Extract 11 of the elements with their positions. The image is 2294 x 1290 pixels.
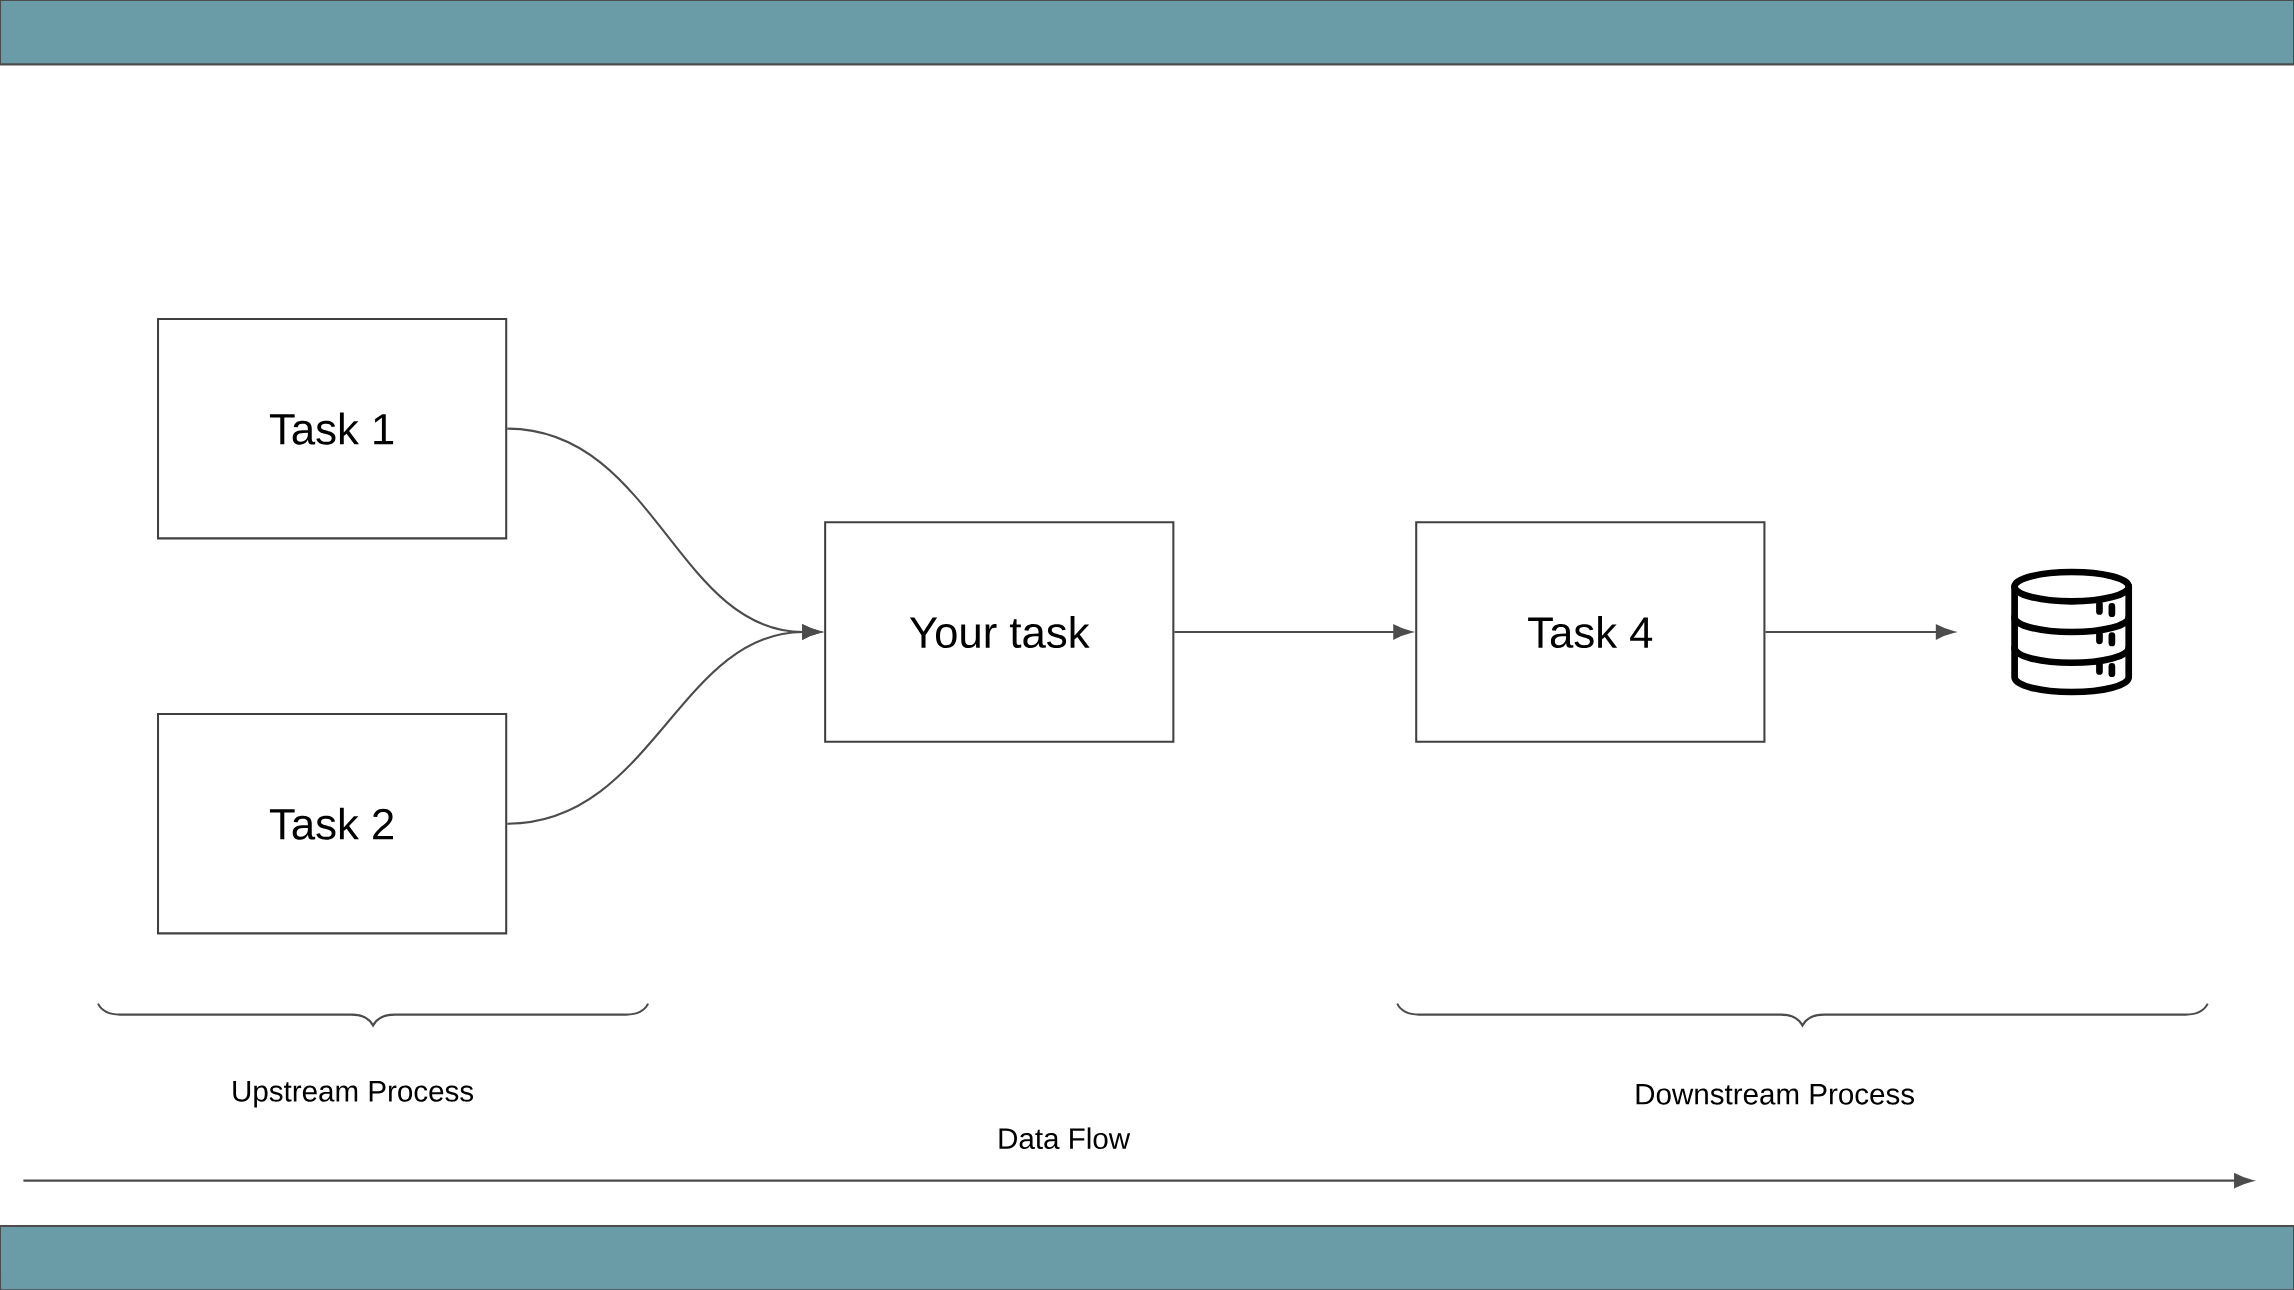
arrow [507,624,821,825]
task-box: Task 1 [157,317,508,540]
section-label: Upstream Process [233,1080,474,1108]
arrow [1765,624,1955,640]
arrow [1174,624,1412,640]
task-box: Your task [824,521,1175,743]
section-label: Data Flow [999,1127,1131,1149]
database-icon [2011,568,2133,696]
section-label: Downstream Process [1636,1083,1914,1105]
task-box: Task 2 [157,712,508,935]
task-box: Task 4 [1415,521,1766,743]
